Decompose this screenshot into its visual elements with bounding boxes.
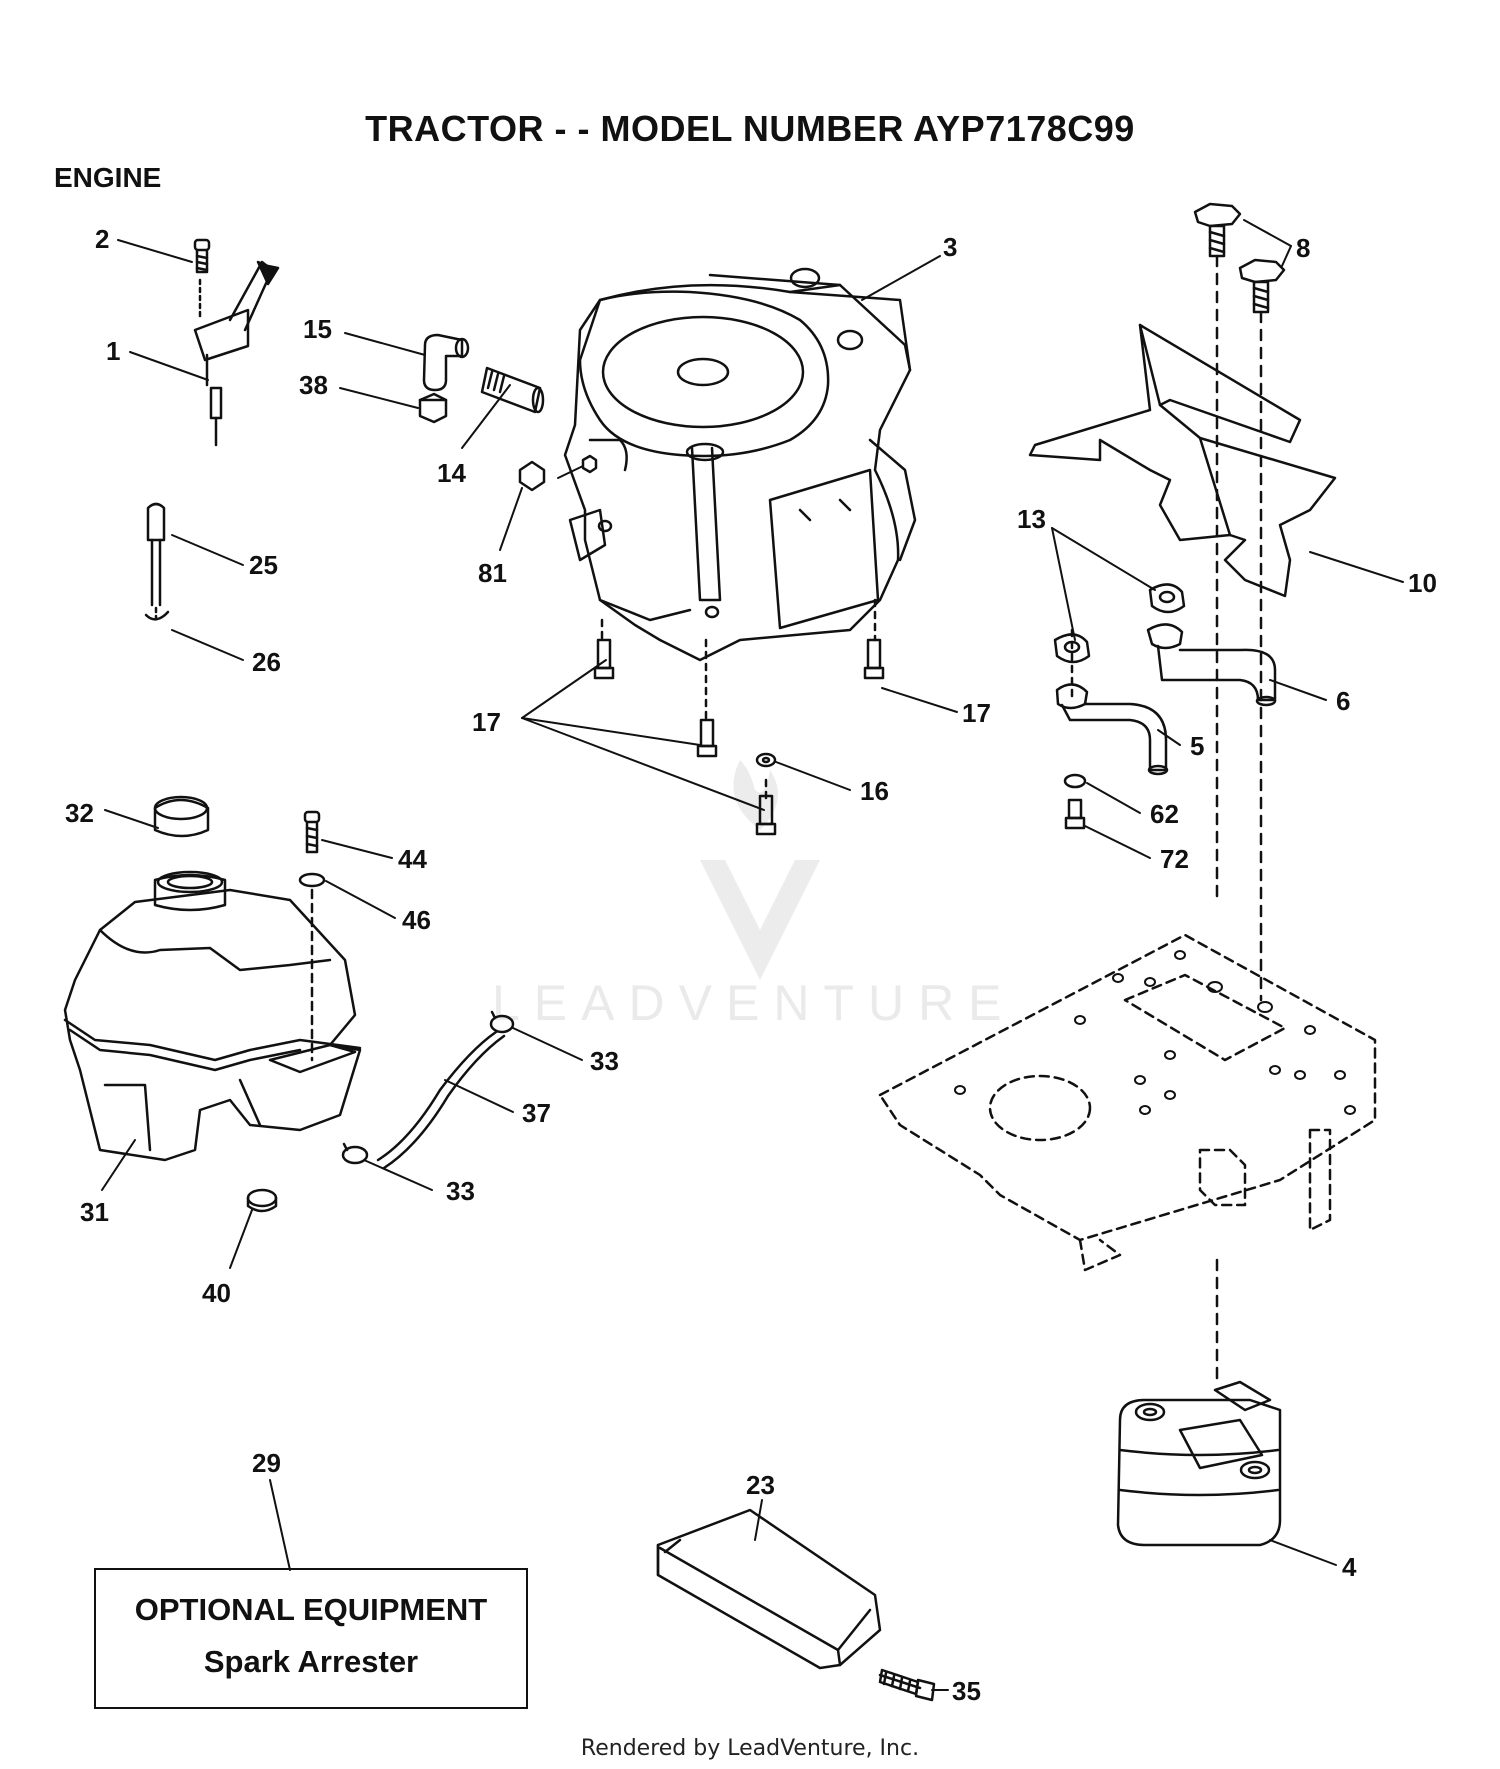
callout-labels: 2 1 3 15 38 14 81 25 26 8 10 13 6 5 17 1…	[65, 224, 1437, 1706]
watermark-text: LEADVENTURE	[492, 975, 1016, 1031]
chassis-frame	[878, 933, 1377, 1272]
render-credit: Rendered by LeadVenture, Inc.	[580, 1736, 920, 1761]
callout-46: 46	[402, 905, 431, 935]
callout-81: 81	[478, 558, 507, 588]
callout-5: 5	[1190, 731, 1204, 761]
part-1-throttle-control	[193, 260, 280, 447]
chassis-holes	[954, 950, 1356, 1115]
callout-25: 25	[249, 550, 278, 580]
section-label: ENGINE	[54, 162, 162, 193]
callout-17-group: 17	[472, 707, 501, 737]
part-10-heat-shield	[1028, 323, 1337, 598]
part-25-26-fuel-line	[144, 502, 170, 621]
part-44-screw	[303, 810, 321, 854]
spark-arrester-label: Spark Arrester	[203, 1644, 419, 1679]
part-8-bolts	[1193, 202, 1286, 1002]
callout-44: 44	[398, 844, 427, 874]
callout-3: 3	[943, 232, 957, 262]
callout-40: 40	[202, 1278, 231, 1308]
callout-6: 6	[1336, 686, 1350, 716]
callout-2: 2	[95, 224, 109, 254]
part-17-bolts	[593, 598, 885, 836]
callout-29: 29	[252, 1448, 281, 1478]
part-31-fuel-tank	[63, 870, 362, 1162]
diagram-title: TRACTOR - - MODEL NUMBER AYP7178C99	[365, 108, 1135, 149]
part-33-clamp-upper	[489, 1010, 515, 1034]
optional-equipment-heading: OPTIONAL EQUIPMENT	[134, 1592, 488, 1627]
callout-15: 15	[303, 314, 332, 344]
callout-14: 14	[437, 458, 466, 488]
callout-16: 16	[860, 776, 889, 806]
part-2-screw	[193, 238, 211, 274]
part-37-fuel-hose	[376, 1030, 506, 1170]
part-14-pipe	[480, 366, 545, 414]
part-72-bolt	[1064, 798, 1086, 830]
part-15-elbow	[422, 333, 470, 392]
callout-23: 23	[746, 1470, 775, 1500]
callout-1: 1	[106, 336, 120, 366]
part-81-nut	[518, 454, 598, 492]
part-38-nut	[418, 392, 448, 424]
callout-13: 13	[1017, 504, 1046, 534]
part-40-grommet	[246, 1188, 278, 1213]
callout-72: 72	[1160, 844, 1189, 874]
callout-8: 8	[1296, 233, 1310, 263]
part-3-engine	[563, 267, 917, 662]
part-33-clamp-lower	[341, 1142, 369, 1165]
callout-38: 38	[299, 370, 328, 400]
part-32-fuel-cap	[153, 795, 210, 838]
part-4-muffler	[1116, 1380, 1282, 1547]
callout-10: 10	[1408, 568, 1437, 598]
part-35-screw	[878, 1668, 936, 1702]
callout-62: 62	[1150, 799, 1179, 829]
watermark: LEADVENTURE	[492, 760, 1016, 1031]
part-46-washer	[298, 872, 326, 888]
part-23-shield-plate	[656, 1508, 882, 1670]
callout-17: 17	[962, 698, 991, 728]
callout-26: 26	[252, 647, 281, 677]
callout-33-upper: 33	[590, 1046, 619, 1076]
callout-35: 35	[952, 1676, 981, 1706]
callout-37: 37	[522, 1098, 551, 1128]
part-6-exhaust-pipe	[1146, 623, 1277, 707]
leader-lines	[101, 219, 1404, 1691]
part-62-washer	[1063, 773, 1087, 789]
callout-31: 31	[80, 1197, 109, 1227]
part-16-washer	[755, 752, 777, 768]
callout-4: 4	[1342, 1552, 1357, 1582]
callout-32: 32	[65, 798, 94, 828]
part-5-exhaust-pipe	[1055, 628, 1169, 776]
callout-33-lower: 33	[446, 1176, 475, 1206]
optional-equipment-box: OPTIONAL EQUIPMENT Spark Arrester	[94, 1568, 528, 1709]
